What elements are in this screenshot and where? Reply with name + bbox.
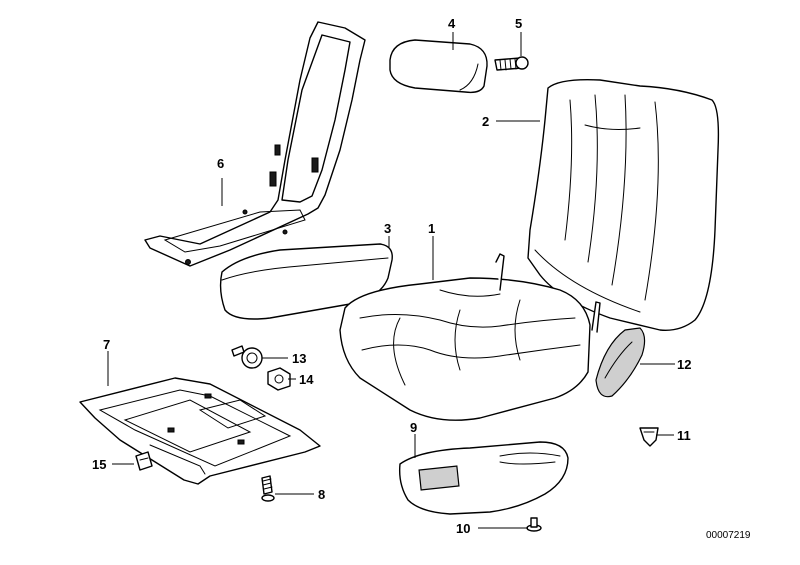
nut-part <box>267 367 291 391</box>
armrest-frame-part <box>144 21 366 267</box>
callout-10: 10 <box>456 521 470 536</box>
callout-9: 9 <box>410 420 417 435</box>
callout-1: 1 <box>428 221 435 236</box>
callout-6: 6 <box>217 156 224 171</box>
callout-2: 2 <box>482 114 489 129</box>
seat-side-cover-part <box>398 441 569 515</box>
leader-lines <box>107 32 675 529</box>
side-trim-part <box>595 327 646 398</box>
callout-12: 12 <box>677 357 691 372</box>
callout-5: 5 <box>515 16 522 31</box>
seat-cushion-part <box>339 253 601 421</box>
small-clip-part <box>639 427 659 447</box>
callout-14: 14 <box>299 372 314 387</box>
clip-part <box>135 451 153 471</box>
small-screw-part <box>526 517 542 532</box>
callout-3: 3 <box>384 221 391 236</box>
callout-4: 4 <box>448 16 456 31</box>
backrest-part <box>527 78 720 331</box>
screw-part <box>494 56 529 71</box>
callout-7: 7 <box>103 337 110 352</box>
spring-clip-part <box>231 345 263 369</box>
callout-15: 15 <box>92 457 106 472</box>
headrest-part <box>389 39 488 94</box>
diagram-reference-number: 00007219 <box>706 530 751 541</box>
callout-11: 11 <box>677 428 691 443</box>
bolt-part <box>261 475 275 502</box>
callout-labels: 1 2 3 4 5 6 7 8 9 10 11 12 13 14 15 <box>92 16 691 536</box>
callout-13: 13 <box>292 351 306 366</box>
callout-8: 8 <box>318 487 325 502</box>
seat-rail-frame-part <box>79 377 321 485</box>
